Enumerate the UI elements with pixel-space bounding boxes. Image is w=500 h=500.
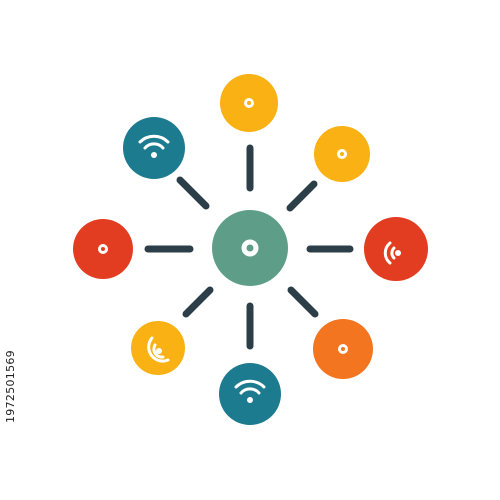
dot-icon [338,344,348,354]
node-bottom-right [313,319,373,379]
connector-bottom-left [182,286,214,318]
dot-icon [241,239,259,257]
stock-image-id: 1972501569 [4,350,17,423]
node-top [220,74,278,132]
connector-bottom-right [287,286,319,318]
dot-icon [244,98,254,108]
node-bottom [219,363,281,425]
node-bottom-left [131,321,185,375]
wifi-arc-icon [383,241,401,265]
dot-icon [98,244,108,254]
node-bottom-circle [219,363,281,425]
node-top-left-circle [123,117,185,179]
wifi-icon [234,379,266,403]
node-right [364,217,428,281]
connector-top-left [176,176,210,210]
connectors [144,144,354,350]
wifi-arc-icon [147,336,170,363]
node-top-right [314,126,370,182]
hub-node [212,210,288,286]
dot-icon [337,149,347,159]
node-bottom-left-circle [131,321,185,375]
connector-top-right [286,180,318,212]
node-left [73,219,133,279]
wifi-icon [138,134,170,158]
node-top-left [123,117,185,179]
node-right-circle [364,217,428,281]
